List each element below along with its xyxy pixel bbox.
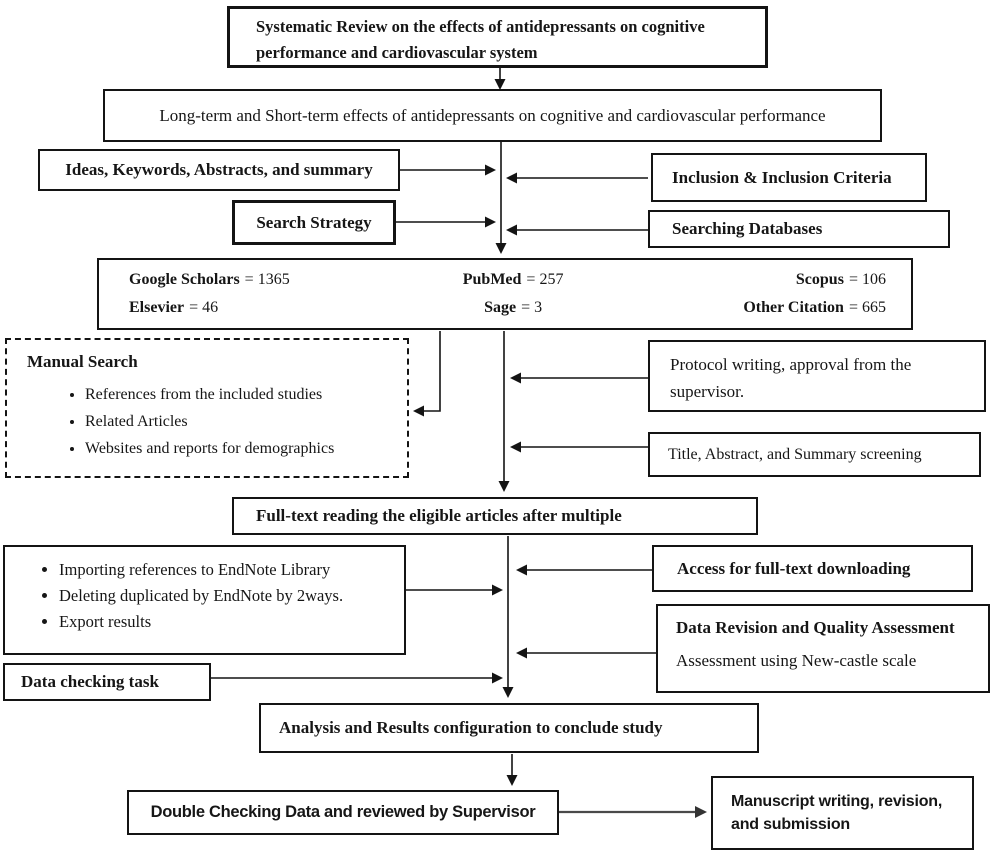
arrow-down-icon xyxy=(502,536,514,698)
protocol-writing-box: Protocol writing, approval from the supe… xyxy=(648,340,986,412)
db-value: = 46 xyxy=(189,299,219,317)
searching-databases-box: Searching Databases xyxy=(648,210,950,248)
arrow-right-icon xyxy=(211,672,503,684)
arrow-left-icon xyxy=(510,372,648,384)
list-item: References from the included studies xyxy=(85,381,407,408)
scope-box: Long-term and Short-term effects of anti… xyxy=(103,89,882,142)
db-count-sage: Sage= 3 xyxy=(383,299,643,317)
title-abstract-screening-box: Title, Abstract, and Summary screening xyxy=(648,432,981,477)
data-revision-subtitle: Assessment using New-castle scale xyxy=(676,651,917,670)
db-count-scopus: Scopus= 106 xyxy=(643,271,911,289)
data-revision-box: Data Revision and Quality Assessment Ass… xyxy=(656,604,990,693)
arrow-left-icon xyxy=(516,564,652,576)
arrow-left-icon xyxy=(510,441,648,453)
db-count-pubmed: PubMed= 257 xyxy=(383,271,643,289)
arrow-down-icon xyxy=(498,331,510,492)
list-item: Websites and reports for demographics xyxy=(85,435,407,462)
arrow-left-icon xyxy=(506,172,648,184)
data-checking-box: Data checking task xyxy=(3,663,211,701)
db-name: Elsevier xyxy=(129,299,185,317)
inclusion-criteria-box: Inclusion & Inclusion Criteria xyxy=(651,153,927,202)
db-value: = 257 xyxy=(526,270,564,288)
double-checking-box: Double Checking Data and reviewed by Sup… xyxy=(127,790,559,835)
db-count-other-citation: Other Citation= 665 xyxy=(643,299,911,317)
list-item: Importing references to EndNote Library xyxy=(59,557,404,583)
arrow-down-icon xyxy=(494,68,506,90)
data-revision-title: Data Revision and Quality Assessment xyxy=(676,618,955,637)
title-box: Systematic Review on the effects of anti… xyxy=(227,6,768,68)
db-name: PubMed xyxy=(462,270,522,288)
list-item: Deleting duplicated by EndNote by 2ways. xyxy=(59,583,404,609)
arrow-right-icon xyxy=(400,164,496,176)
fulltext-access-box: Access for full-text downloading xyxy=(652,545,973,592)
db-name: Sage xyxy=(484,299,517,317)
db-value: = 3 xyxy=(521,299,543,317)
arrow-right-icon xyxy=(396,216,496,228)
db-name: Other Citation xyxy=(743,299,844,317)
list-item: Related Articles xyxy=(85,408,407,435)
manual-search-title: Manual Search xyxy=(27,352,138,371)
fulltext-reading-box: Full-text reading the eligible articles … xyxy=(232,497,758,535)
arrow-right-icon xyxy=(406,584,503,596)
db-count-elsevier: Elsevier= 46 xyxy=(99,299,383,317)
db-count-google-scholars: Google Scholars= 1365 xyxy=(99,271,383,289)
db-value: = 106 xyxy=(848,270,886,288)
db-name: Scopus xyxy=(795,270,844,288)
endnote-tasks-list: Importing references to EndNote Library … xyxy=(5,557,404,635)
arrow-left-icon xyxy=(506,224,648,236)
ideas-keywords-box: Ideas, Keywords, Abstracts, and summary xyxy=(38,149,400,191)
analysis-results-box: Analysis and Results configuration to co… xyxy=(259,703,759,753)
list-item: Export results xyxy=(59,609,404,635)
arrow-down-icon xyxy=(506,754,518,786)
elbow-arrow-left-icon xyxy=(413,331,441,417)
db-value: = 665 xyxy=(848,299,886,317)
manual-search-list: References from the included studies Rel… xyxy=(7,381,407,462)
arrow-down-icon xyxy=(495,142,507,254)
arrow-right-icon xyxy=(559,806,707,818)
db-name: Google Scholars xyxy=(129,270,240,288)
database-counts-box: Google Scholars= 1365 PubMed= 257 Scopus… xyxy=(97,258,913,330)
manuscript-writing-box: Manuscript writing, revision, and submis… xyxy=(711,776,974,850)
db-value: = 1365 xyxy=(244,270,290,288)
arrow-left-icon xyxy=(516,647,656,659)
search-strategy-box: Search Strategy xyxy=(232,200,396,245)
manual-search-box: Manual Search References from the includ… xyxy=(5,338,409,478)
endnote-tasks-box: Importing references to EndNote Library … xyxy=(3,545,406,655)
